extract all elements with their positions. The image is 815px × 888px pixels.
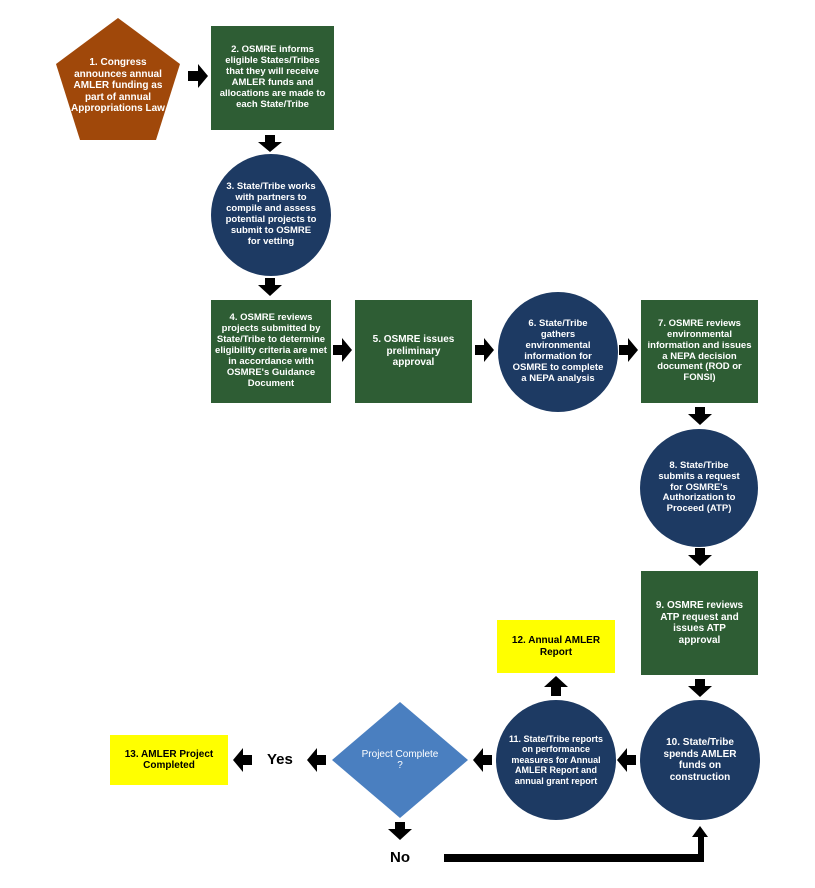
step-1-label: 1. Congress announces annual AMLER fundi…: [71, 57, 165, 115]
decision-question: Project Complete ?: [361, 748, 439, 772]
step-5-label: 5. OSMRE issues preliminary approval: [372, 334, 455, 369]
step-1: 1. Congress announces annual AMLER fundi…: [66, 34, 170, 138]
decision-diamond: [332, 702, 468, 818]
step-3-label: 3. State/Tribe works with partners to co…: [225, 181, 317, 247]
step-4-box: 4. OSMRE reviews projects submitted by S…: [211, 300, 331, 403]
step-9-label: 9. OSMRE reviews ATP request and issues …: [655, 600, 744, 646]
step-7-label: 7. OSMRE reviews environmental informati…: [647, 317, 752, 384]
step-4-label: 4. OSMRE reviews projects submitted by S…: [215, 312, 327, 389]
step-6-label: 6. State/Tribe gathers environmental inf…: [512, 318, 604, 384]
step-13-label: 13. AMLER Project Completed: [124, 748, 214, 772]
step-9-box: 9. OSMRE reviews ATP request and issues …: [641, 571, 758, 675]
arrow-decision-to-yes: [307, 748, 326, 772]
step-6-circle: 6. State/Tribe gathers environmental inf…: [498, 292, 618, 412]
arrow-11-to-decision: [473, 748, 492, 772]
arrow-4-to-5: [333, 338, 352, 362]
arrow-9-to-10: [688, 679, 712, 697]
arrow-3-to-4: [258, 278, 282, 296]
arrow-no-loop: [444, 826, 708, 862]
arrow-11-to-12: [544, 676, 568, 696]
arrow-6-to-7: [619, 338, 638, 362]
step-13-box: 13. AMLER Project Completed: [110, 735, 228, 785]
step-11-label: 11. State/Tribe reports on performance m…: [508, 734, 604, 786]
arrow-1-to-2: [188, 64, 208, 88]
no-label: No: [390, 849, 410, 866]
pentagon-step-1: [56, 18, 180, 140]
step-8-label: 8. State/Tribe submits a request for OSM…: [658, 459, 740, 515]
step-7-box: 7. OSMRE reviews environmental informati…: [641, 300, 758, 403]
step-5-box: 5. OSMRE issues preliminary approval: [355, 300, 472, 403]
decision-label-wrap: Project Complete ?: [360, 730, 440, 790]
yes-label: Yes: [267, 751, 293, 768]
step-12-box: 12. Annual AMLER Report: [497, 620, 615, 673]
step-2-box: 2. OSMRE informs eligible States/Tribes …: [211, 26, 334, 130]
arrow-10-to-11: [617, 748, 636, 772]
step-8-circle: 8. State/Tribe submits a request for OSM…: [640, 429, 758, 547]
step-11-circle: 11. State/Tribe reports on performance m…: [496, 700, 616, 820]
arrow-2-to-3: [258, 135, 282, 152]
arrow-decision-to-no: [388, 822, 412, 840]
step-2-label: 2. OSMRE informs eligible States/Tribes …: [219, 44, 326, 110]
arrow-7-to-8: [688, 407, 712, 425]
step-3-circle: 3. State/Tribe works with partners to co…: [211, 154, 331, 276]
arrow-5-to-6: [475, 338, 494, 362]
step-12-label: 12. Annual AMLER Report: [511, 635, 601, 658]
arrow-yes-to-13: [233, 748, 252, 772]
step-10-label: 10. State/Tribe spends AMLER funds on co…: [663, 737, 737, 783]
step-10-circle: 10. State/Tribe spends AMLER funds on co…: [640, 700, 760, 820]
arrow-8-to-9: [688, 548, 712, 566]
